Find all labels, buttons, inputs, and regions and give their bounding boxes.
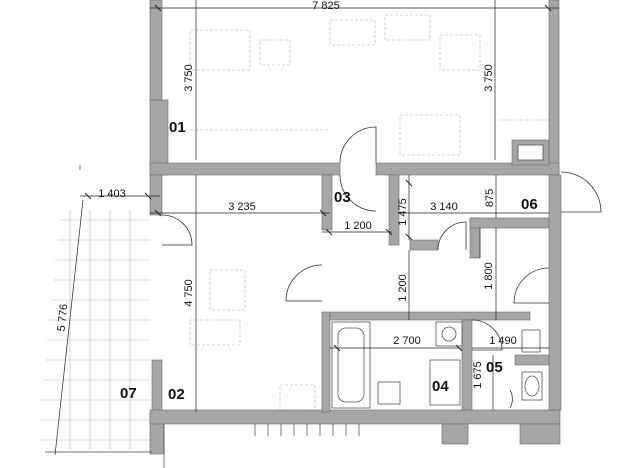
doors xyxy=(161,126,602,409)
dim-room02-height: 4 750 xyxy=(183,279,195,307)
dim-hall-width: 1 200 xyxy=(344,220,372,232)
dim-room02-width: 3 235 xyxy=(228,201,256,213)
shower-tray xyxy=(429,359,461,406)
dim-hall-height-mid: 1 200 xyxy=(397,274,409,302)
dim-wc-width: 1 490 xyxy=(489,335,517,347)
dim-top-width: 7 825 xyxy=(312,0,340,12)
dim-wc-height: 1 675 xyxy=(472,361,484,389)
furniture-outlines xyxy=(170,14,550,411)
room-02-label: 02 xyxy=(168,386,185,403)
dim-hall-height-top: 1 475 xyxy=(397,198,409,226)
wc-sink xyxy=(521,329,541,353)
room-03-label: 03 xyxy=(334,189,351,206)
dim-balcony-top: 1 403 xyxy=(98,188,126,200)
fixtures xyxy=(331,321,543,409)
walls xyxy=(149,0,562,455)
dim-mid-height: 1 800 xyxy=(483,262,495,290)
room-01-label: 01 xyxy=(169,119,186,136)
room-06-label: 06 xyxy=(521,196,538,213)
dimension-labels: 7 825 3 750 3 750 1 403 5 776 3 235 4 75… xyxy=(56,0,517,389)
dim-bath-width: 2 700 xyxy=(393,335,421,347)
dim-right-height-01: 3 750 xyxy=(483,64,495,92)
washbasin xyxy=(377,381,401,405)
bottom-windows xyxy=(45,165,561,468)
dim-left-height-01: 3 750 xyxy=(183,64,195,92)
dim-room06-height: 875 xyxy=(484,189,496,207)
room-05-label: 05 xyxy=(486,359,503,376)
room-04-label: 04 xyxy=(432,378,449,395)
balcony-hatching xyxy=(39,170,152,452)
room-07-label: 07 xyxy=(120,385,137,402)
dim-balcony-length: 5 776 xyxy=(56,303,71,332)
dim-room06-width: 3 140 xyxy=(430,201,458,213)
dimension-lines xyxy=(54,0,559,456)
room-labels: 01 02 03 04 05 06 07 xyxy=(120,119,538,403)
